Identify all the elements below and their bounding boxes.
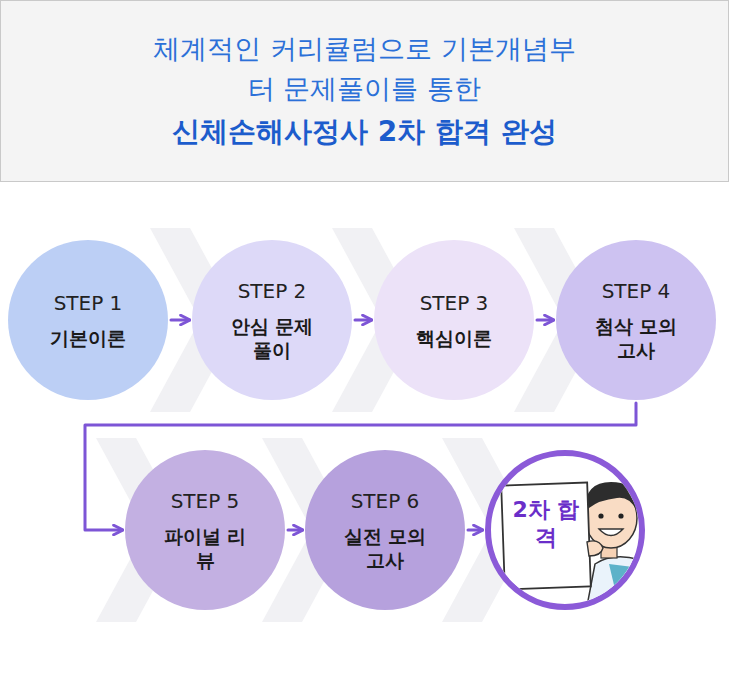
header-subtitle: 체계적인 커리큘럼으로 기본개념부터 문제풀이를 통한 [145, 29, 585, 109]
step-circle: STEP 2 안심 문제풀이 [192, 240, 352, 400]
step-name: 파이널 리뷰 [159, 524, 251, 572]
step-circle: STEP 4 첨삭 모의고사 [556, 240, 716, 400]
student-illustration [491, 456, 639, 604]
step-circle: STEP 1 기본이론 [8, 240, 168, 400]
step-arrow [171, 319, 189, 322]
step-name: 안심 문제풀이 [226, 314, 318, 362]
step-arrow [288, 529, 302, 532]
header-title: 신체손해사정사 2차 합격 완성 [172, 111, 557, 153]
step-name: 핵심이론 [416, 326, 492, 350]
step-arrow [537, 319, 553, 322]
step-number: STEP 1 [54, 290, 123, 316]
step-name: 실전 모의고사 [339, 524, 431, 572]
goal-circle: 2차 합격 [485, 450, 645, 610]
goal-label: 2차 합격 [509, 496, 583, 552]
step-number: STEP 5 [171, 488, 240, 514]
step-arrow [355, 319, 371, 322]
step-arrow [468, 529, 482, 532]
step-name: 기본이론 [50, 326, 126, 350]
step-number: STEP 4 [602, 278, 671, 304]
step-circle: STEP 5 파이널 리뷰 [125, 450, 285, 610]
header-box: 체계적인 커리큘럼으로 기본개념부터 문제풀이를 통한신체손해사정사 2차 합격… [0, 0, 729, 182]
step-number: STEP 3 [420, 290, 489, 316]
step-number: STEP 6 [351, 488, 420, 514]
step-circle: STEP 3 핵심이론 [374, 240, 534, 400]
step-circle: STEP 6 실전 모의고사 [305, 450, 465, 610]
step-number: STEP 2 [238, 278, 307, 304]
step-name: 첨삭 모의고사 [590, 314, 682, 362]
